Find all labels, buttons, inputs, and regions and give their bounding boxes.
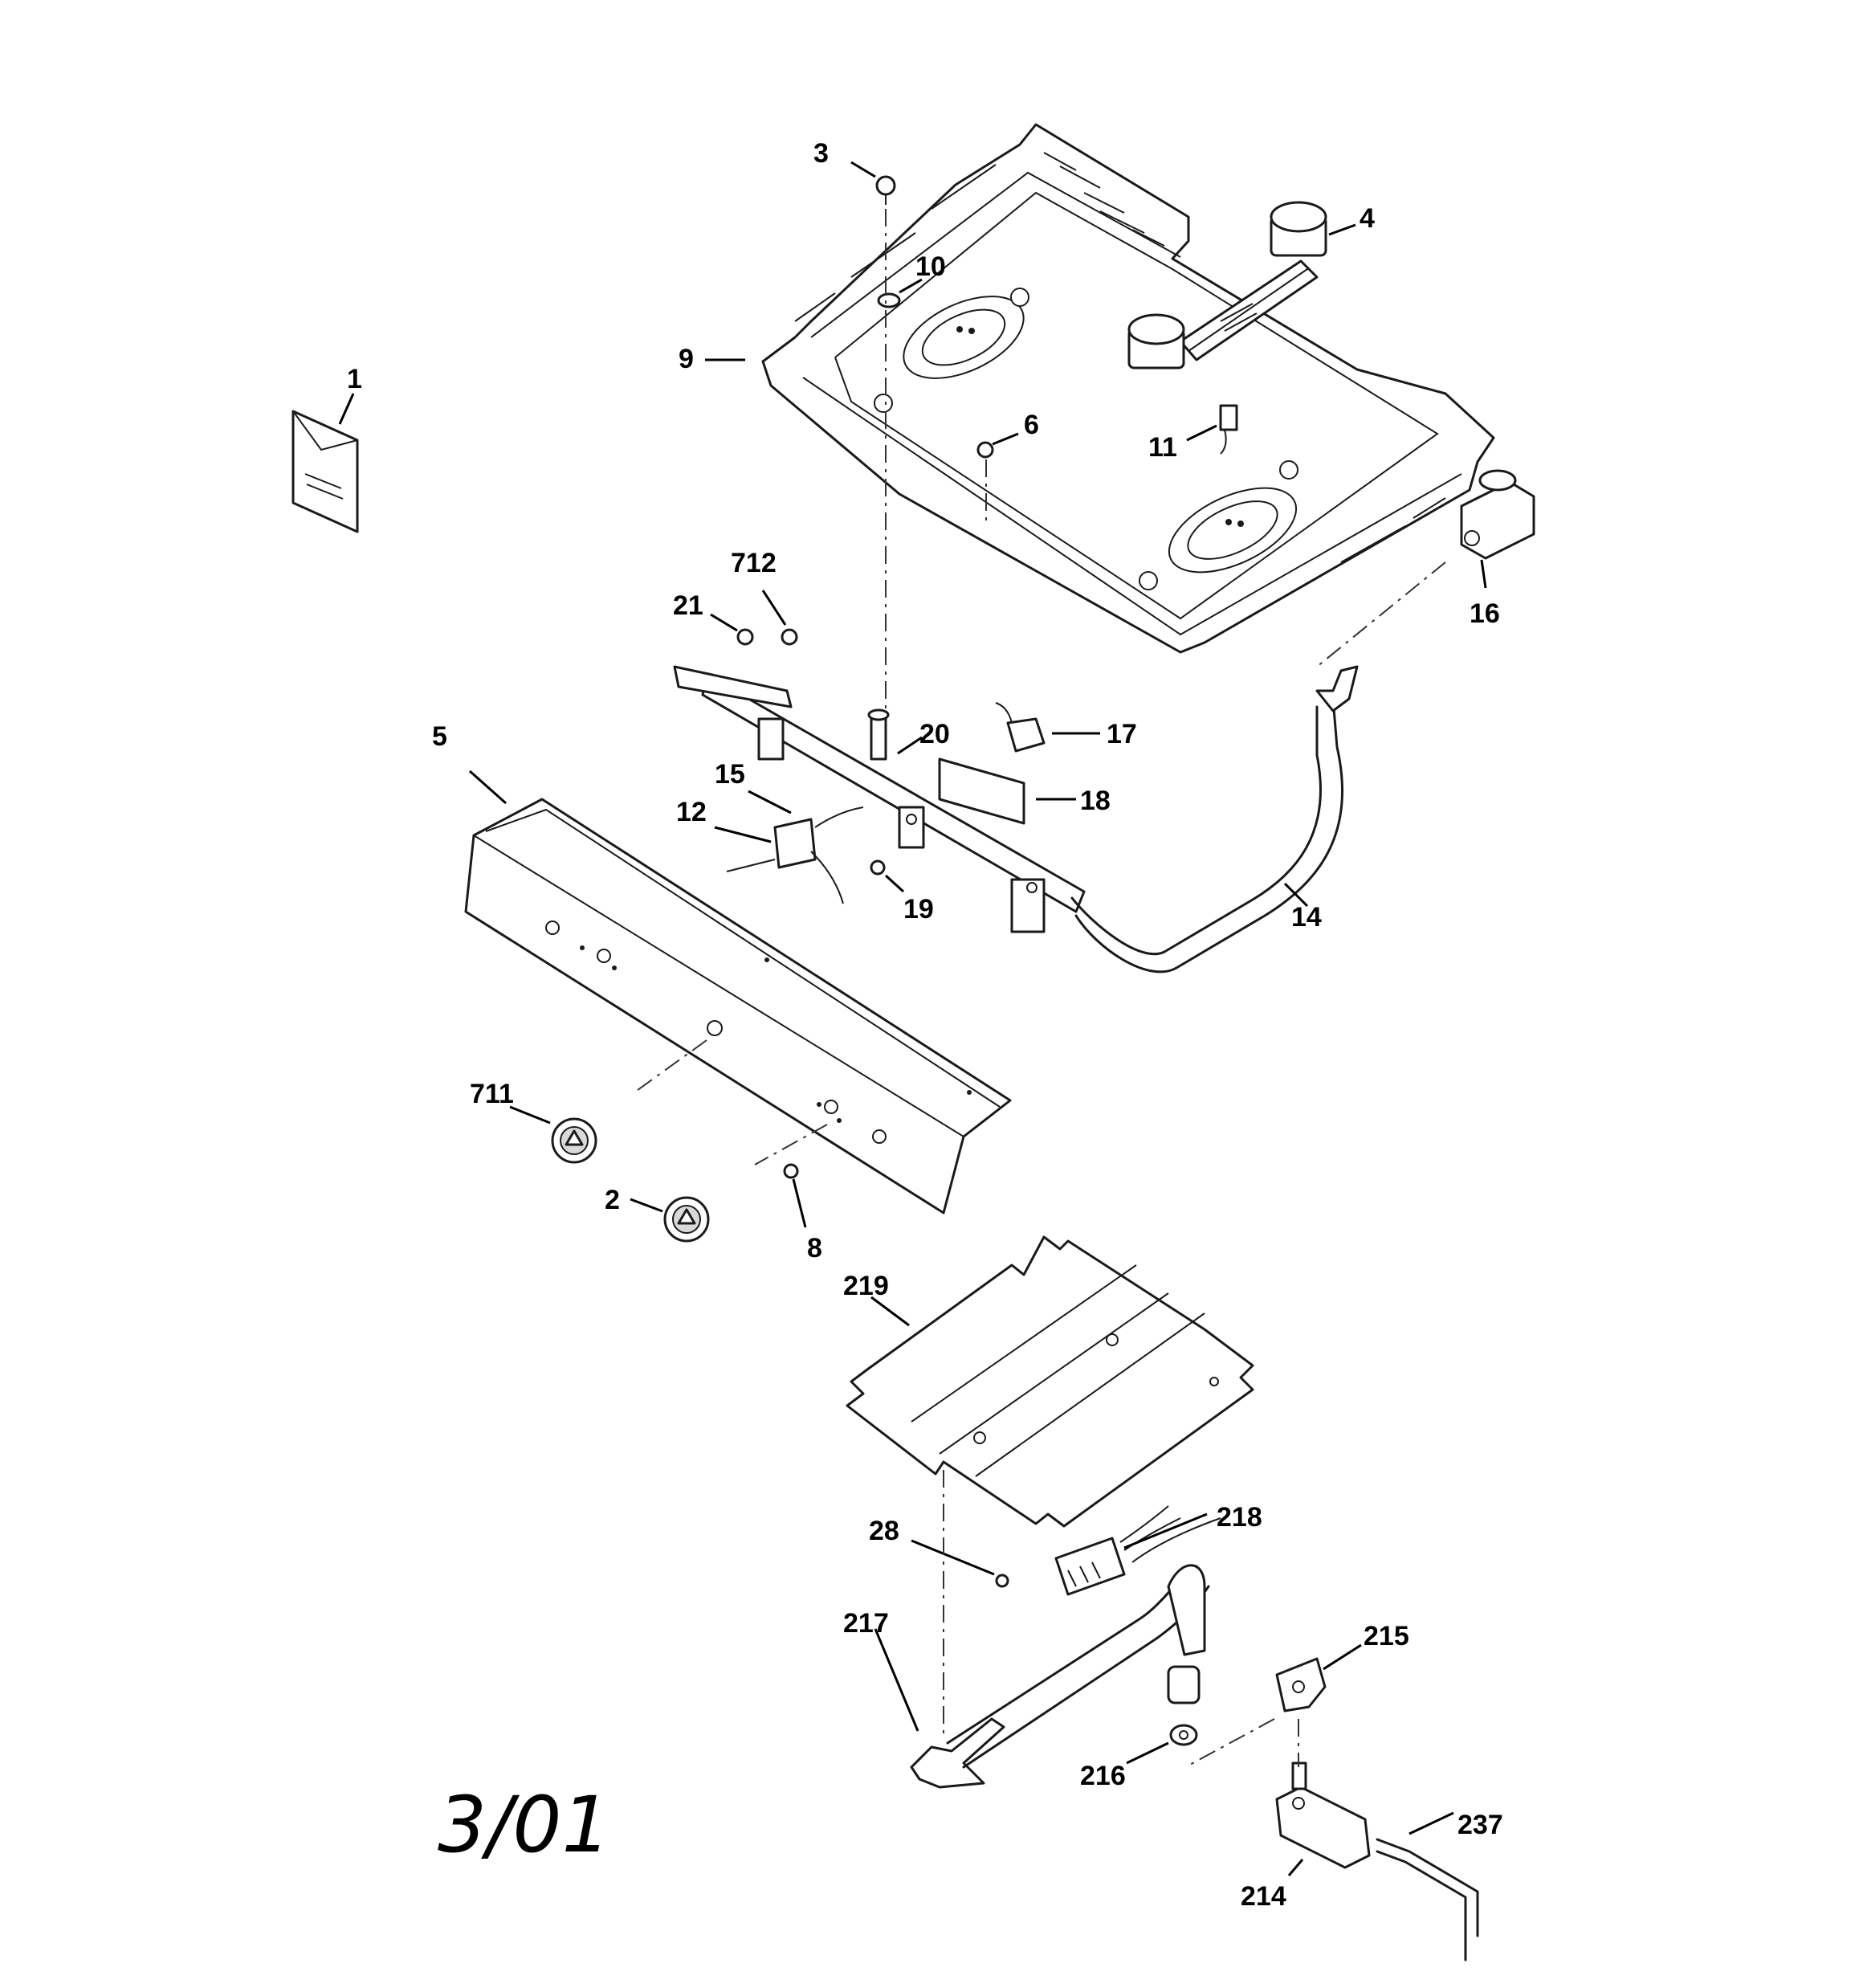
switch-bracket-11: [1186, 404, 1238, 455]
callout-237: 237: [1457, 1810, 1503, 1840]
screw-712: [761, 590, 798, 646]
callout-18: 18: [1080, 786, 1111, 816]
revision-date: 3/01: [438, 1780, 611, 1870]
screw-28: [911, 1539, 1009, 1588]
screw-6: [976, 432, 1019, 459]
assembly-centerlines: [634, 209, 1446, 1767]
callout-28: 28: [869, 1516, 899, 1546]
callout-1: 1: [347, 364, 362, 394]
callout-19: 19: [903, 894, 934, 925]
callout-10: 10: [915, 251, 946, 282]
callout-712: 712: [731, 548, 777, 578]
callout-217: 217: [843, 1608, 889, 1639]
callout-14: 14: [1291, 902, 1322, 933]
callout-21: 21: [673, 590, 703, 621]
capillary-tube-237: [1376, 1811, 1479, 1961]
callout-218: 218: [1217, 1502, 1262, 1533]
callout-2: 2: [605, 1185, 620, 1215]
switch-bracket-18: [938, 757, 1076, 825]
callout-17: 17: [1107, 719, 1137, 749]
callout-11: 11: [1148, 432, 1177, 463]
gas-manifold: [673, 665, 1359, 974]
callout-711: 711: [470, 1079, 514, 1109]
literature-envelope: [291, 393, 359, 533]
screw-8: [783, 1163, 807, 1228]
callout-219: 219: [843, 1271, 889, 1301]
callout-20: 20: [919, 719, 950, 749]
wire-15: [748, 790, 864, 828]
callout-8: 8: [807, 1233, 822, 1263]
control-panel: [464, 769, 1012, 1214]
burner-box: [705, 123, 1495, 654]
screw-3: [850, 161, 896, 205]
callout-4: 4: [1360, 203, 1375, 234]
grommet-10: [877, 278, 923, 308]
callout-214: 214: [1241, 1881, 1286, 1912]
callout-16: 16: [1470, 598, 1500, 629]
control-knob-2: [630, 1196, 710, 1243]
callout-6: 6: [1024, 410, 1039, 440]
callout-216: 216: [1080, 1761, 1126, 1791]
callout-3: 3: [813, 138, 829, 169]
callout-labels: 1 3 4 10 9 6 11 16 712 21 20 17 5 15 18 …: [347, 138, 1503, 1912]
heat-shield: [846, 1235, 1254, 1528]
screw-19: [870, 859, 905, 893]
screw-21: [710, 613, 754, 646]
callout-12: 12: [676, 797, 707, 827]
control-knob-711: [509, 1105, 597, 1164]
burner-valve-assembly: [1127, 201, 1356, 369]
callout-9: 9: [679, 344, 694, 374]
valve-bracket-215: [1275, 1643, 1362, 1712]
callout-15: 15: [715, 759, 745, 790]
oven-igniter: [1054, 1505, 1221, 1596]
burner-orifice: [1126, 1564, 1206, 1765]
oven-burner: [874, 1565, 1210, 1789]
gas-regulator: [1460, 469, 1535, 589]
spark-switch-17: [995, 702, 1100, 753]
callout-215: 215: [1364, 1621, 1409, 1651]
callout-5: 5: [432, 721, 447, 752]
safety-valve-214: [1275, 1761, 1371, 1876]
ignition-switch-12: [714, 818, 844, 904]
